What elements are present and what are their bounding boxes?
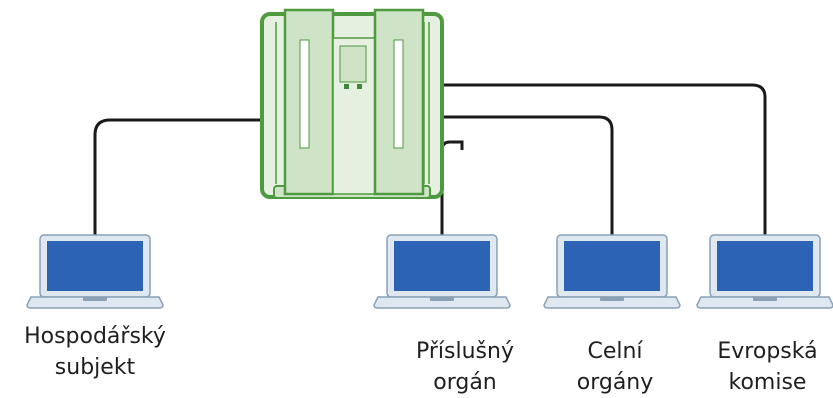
network-diagram <box>26 8 833 309</box>
label-celni-line2: orgány <box>576 370 654 395</box>
laptop-base <box>373 296 511 309</box>
label-evropska-line2: komise <box>728 370 807 395</box>
laptop-base <box>543 296 681 309</box>
server-drive-bay <box>339 45 367 83</box>
laptop-screen <box>564 241 660 291</box>
server-led-1 <box>344 84 349 89</box>
laptop-screen <box>394 241 490 291</box>
laptop-screen <box>717 241 813 291</box>
label-prislusny-line1: Příslušný <box>416 339 514 364</box>
laptop-screen <box>47 241 143 291</box>
server-slot-right <box>393 39 404 149</box>
cable-evropska <box>434 83 767 235</box>
cable-prislusny <box>440 140 464 235</box>
laptop-group <box>26 234 833 309</box>
laptop-hinge <box>600 297 624 301</box>
server-rack-icon <box>260 8 444 199</box>
label-prislusny-line2: orgán <box>433 370 497 395</box>
laptop-icon <box>373 234 511 309</box>
laptop-hinge <box>83 297 107 301</box>
label-hospodarsky: Hospodářský subjekt <box>5 321 185 383</box>
cable-celni <box>434 115 614 235</box>
laptop-hinge <box>430 297 454 301</box>
server-led-2 <box>357 84 362 89</box>
laptop-hinge <box>753 297 777 301</box>
label-hospodarsky-line2: subjekt <box>54 355 136 380</box>
laptop-icon <box>26 234 164 309</box>
label-celni-line1: Celní <box>587 339 643 364</box>
laptop-icon <box>696 234 833 309</box>
cable-hospodarsky <box>93 118 265 235</box>
label-hospodarsky-line1: Hospodářský <box>24 324 166 349</box>
laptop-icon <box>543 234 681 309</box>
label-evropska-line1: Evropská <box>717 339 818 364</box>
laptop-base <box>26 296 164 309</box>
server-slot-left <box>299 39 310 149</box>
